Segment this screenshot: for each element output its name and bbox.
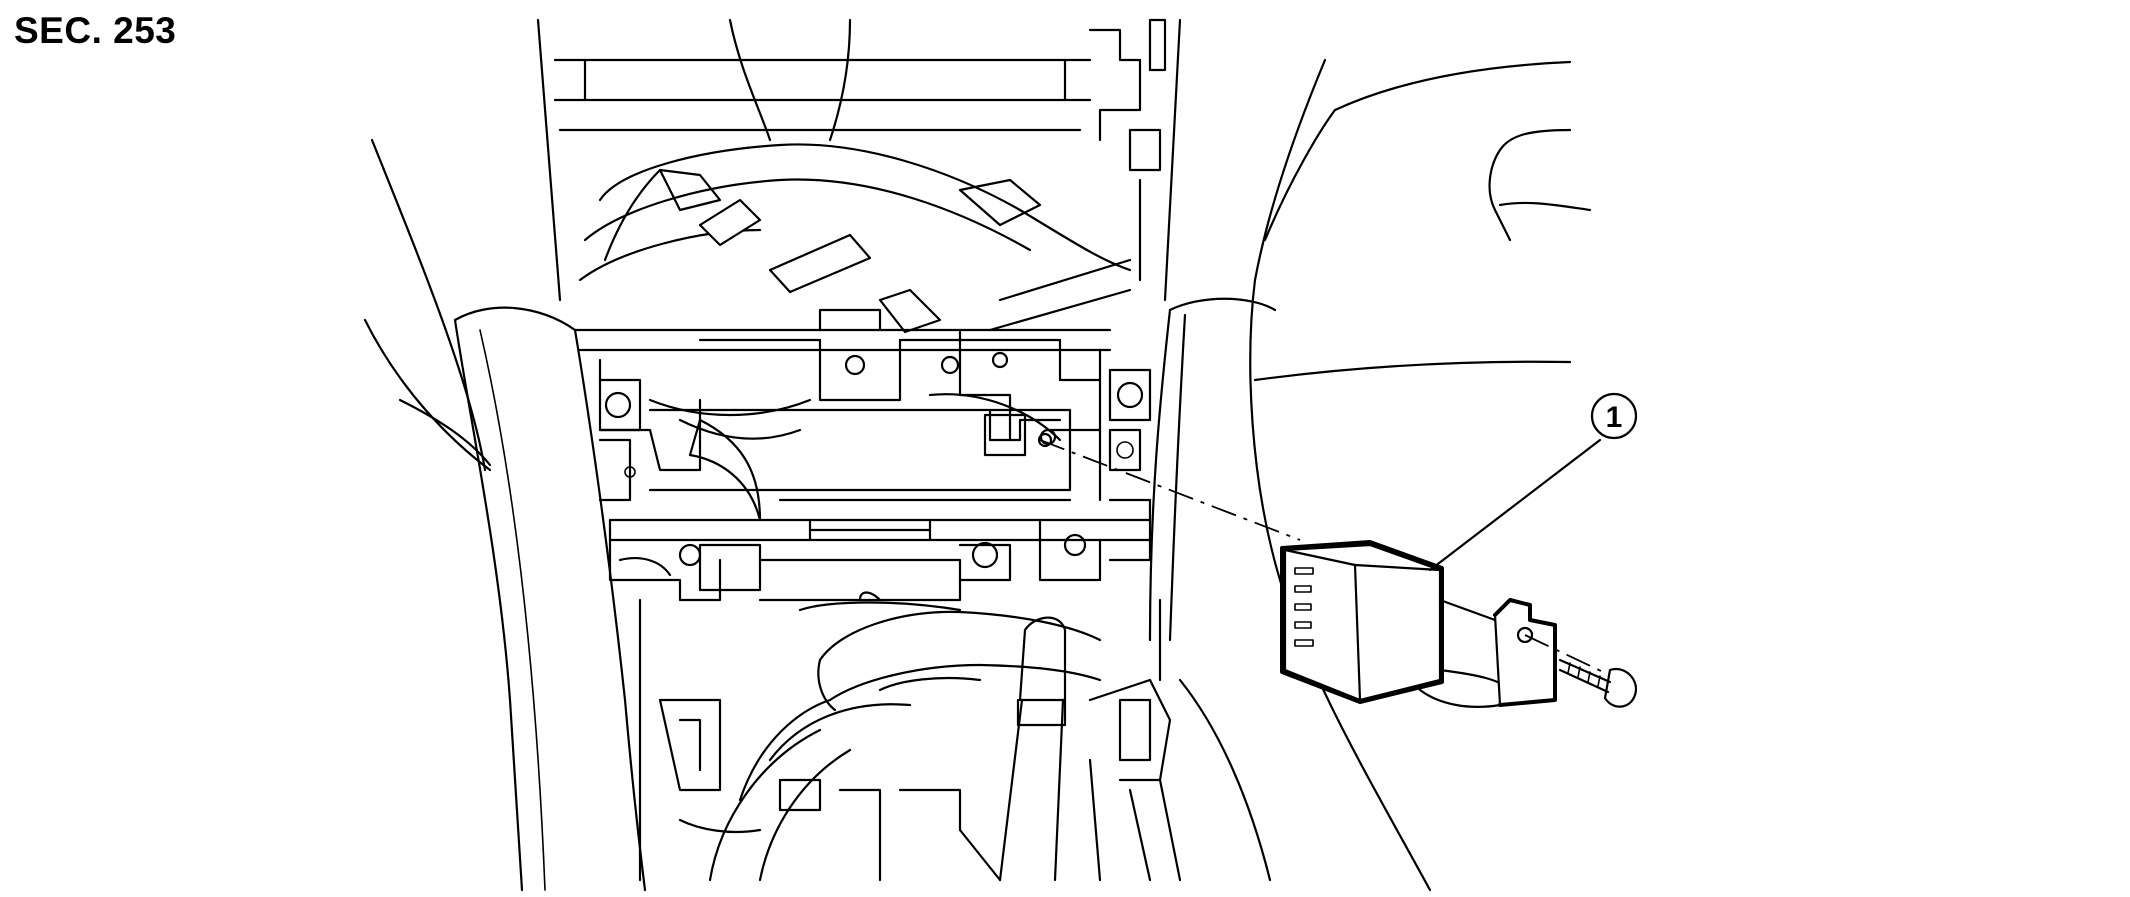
connector-pins xyxy=(1294,567,1314,647)
console-frame xyxy=(536,18,1272,882)
callout-1-label: 1 xyxy=(1606,401,1623,434)
left-seat-outline xyxy=(363,138,492,472)
left-console-trim xyxy=(453,306,647,892)
control-module xyxy=(1039,428,1638,708)
section-title: SEC. 253 xyxy=(14,10,177,51)
callout-1: 1 xyxy=(1428,392,1638,572)
right-seat-outline xyxy=(1148,58,1592,892)
